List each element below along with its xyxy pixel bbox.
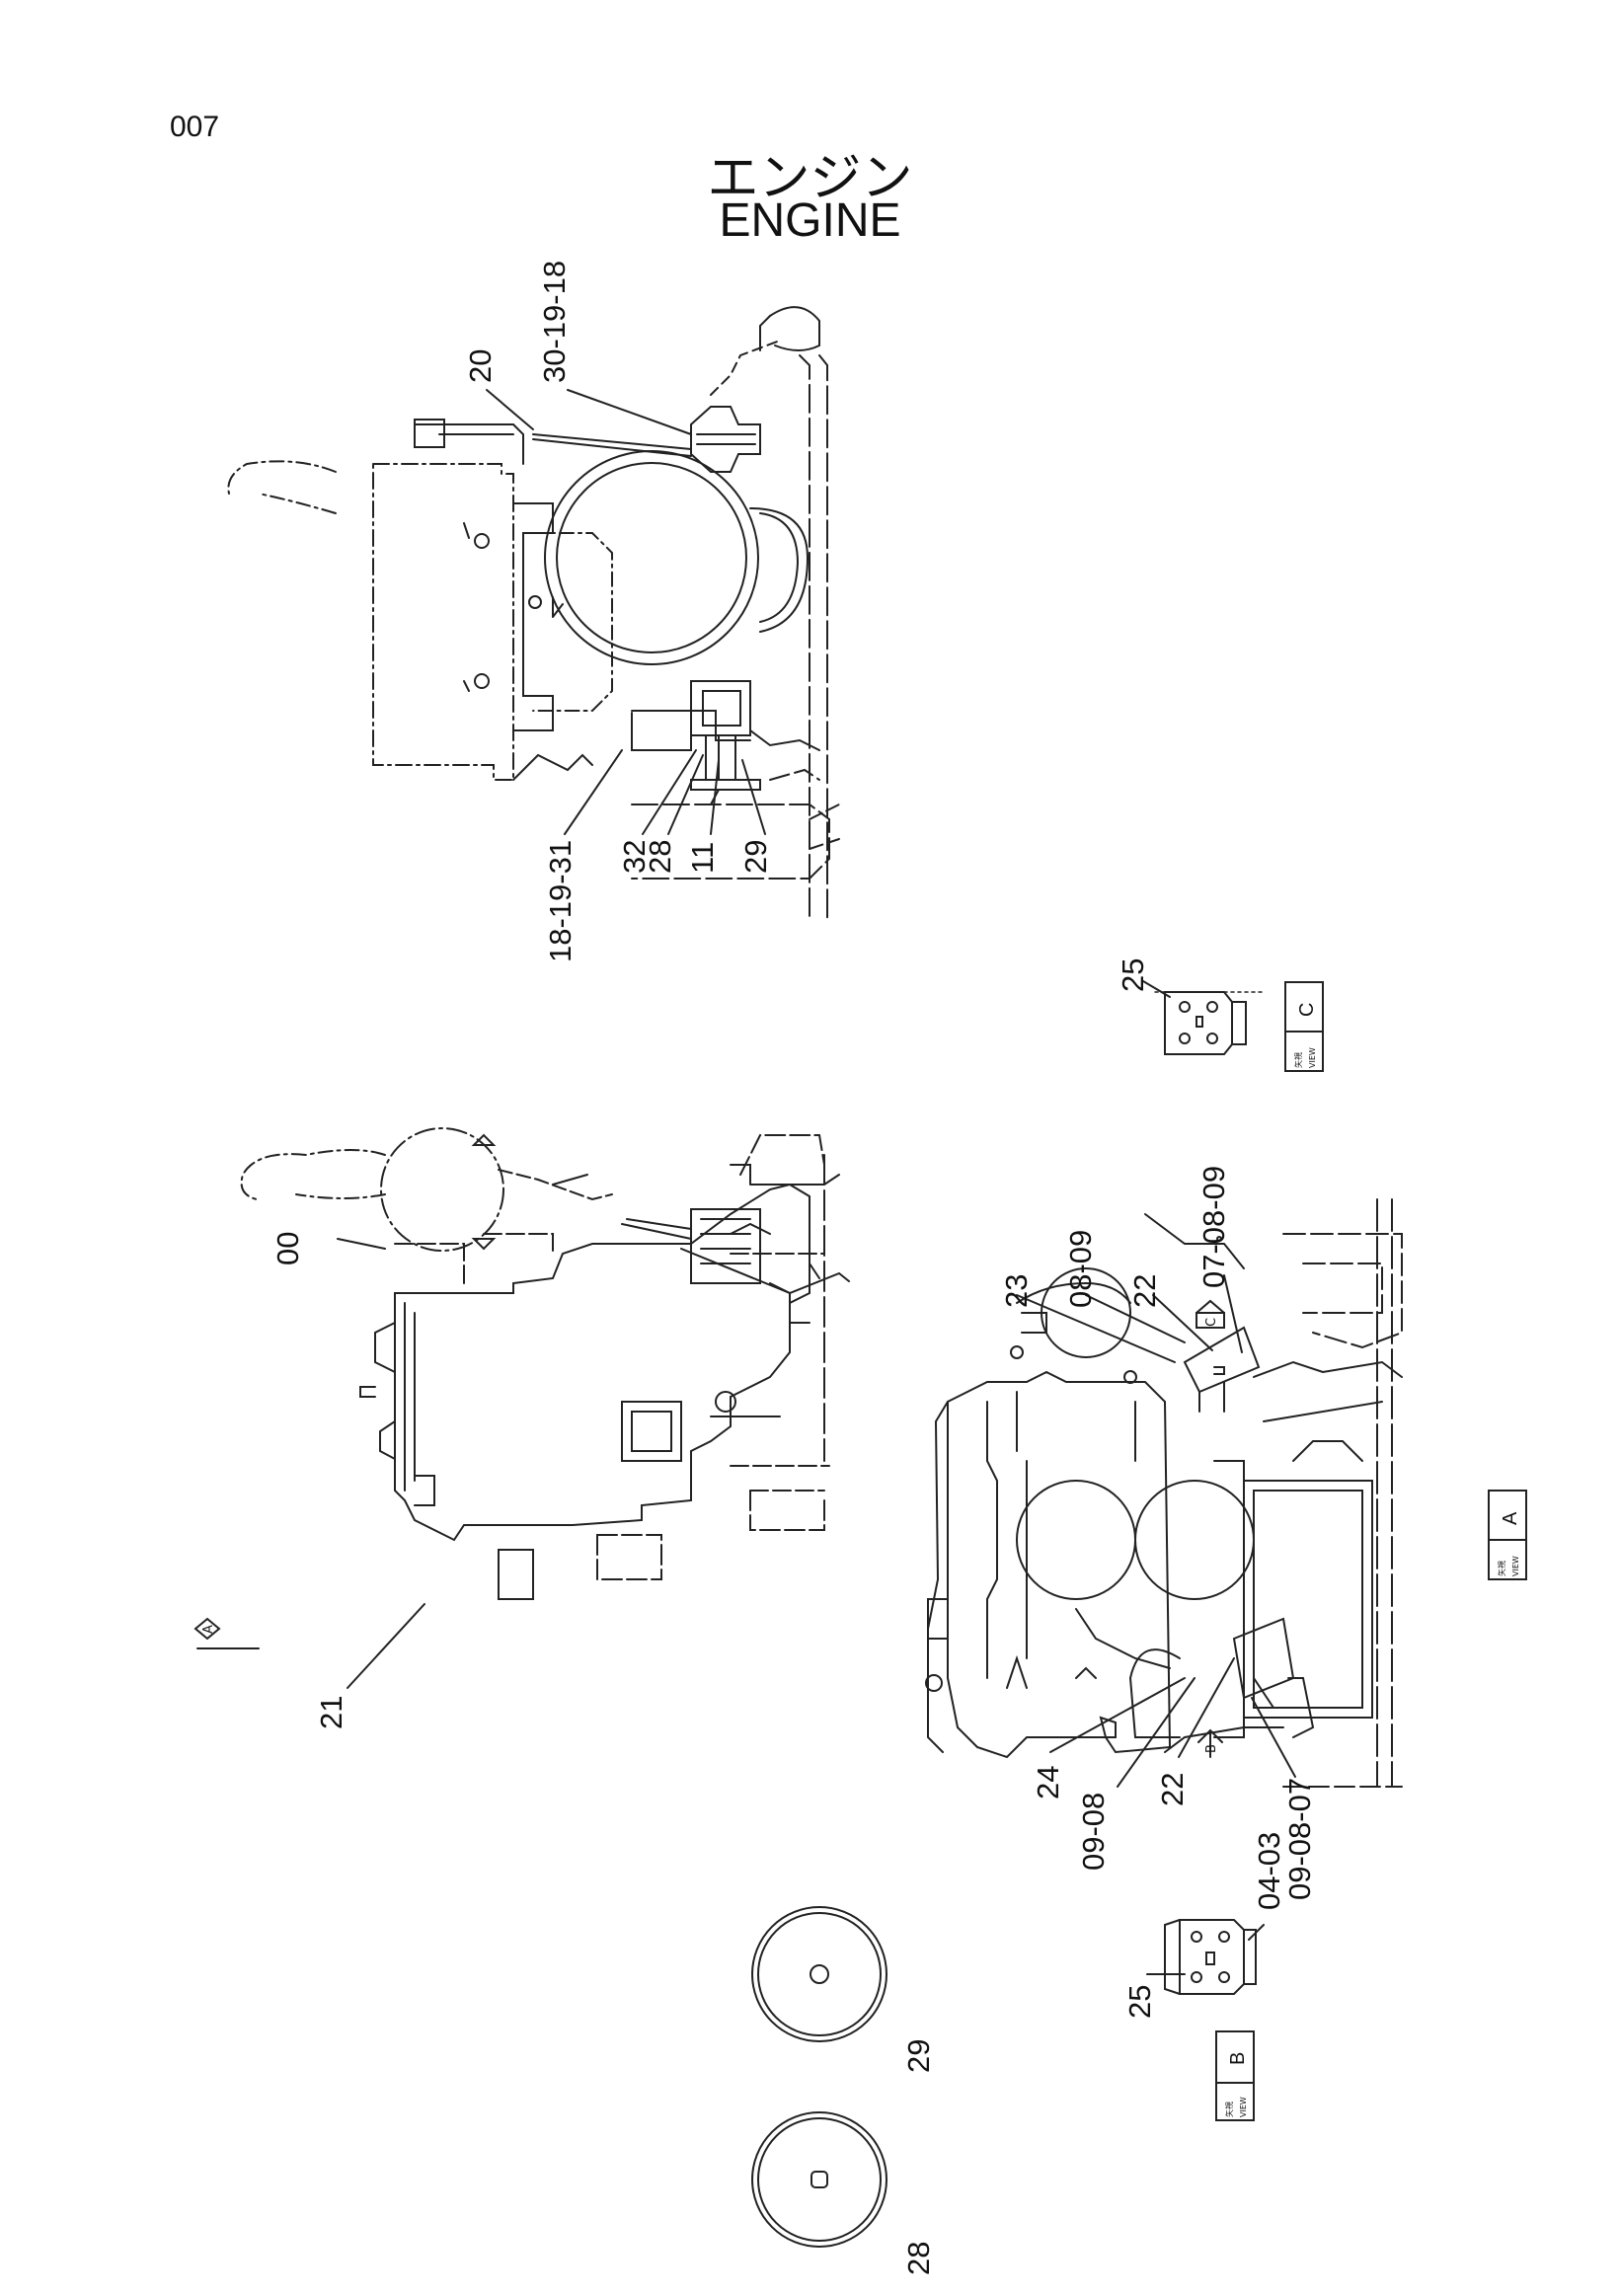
part-label: 11 bbox=[685, 842, 720, 874]
engine-front-view bbox=[925, 1198, 1403, 1788]
engine-top-view bbox=[227, 306, 840, 919]
view-tag-texts: C VIEW 矢視 B VIEW 矢視 A VIEW 矢視 A B C bbox=[201, 1003, 1521, 2117]
part-labels: 20 30-19-18 18-19-31 32 28 11 29 25 00 2… bbox=[270, 261, 1317, 2275]
view-b-letter: B bbox=[1227, 2052, 1249, 2065]
leader-18-19-31 bbox=[564, 749, 623, 835]
part-label: 25 bbox=[1122, 1985, 1157, 2019]
part-label: 30-19-18 bbox=[537, 261, 572, 383]
leader-30-19-18 bbox=[567, 389, 692, 435]
leader-04-03 bbox=[1248, 1924, 1265, 1941]
view-a-arrow-head bbox=[193, 1617, 221, 1641]
view-b-arrow-letter: B bbox=[1204, 1744, 1219, 1753]
part-label: 18-19-31 bbox=[543, 840, 578, 962]
view-c-view-jp: 矢視 bbox=[1293, 1052, 1303, 1068]
leader-28a bbox=[667, 754, 704, 835]
part-label: 29 bbox=[901, 2039, 936, 2073]
disc-29 bbox=[751, 1906, 887, 2042]
leader-09-08-07 bbox=[1251, 1697, 1296, 1778]
leader-21 bbox=[347, 1603, 425, 1689]
view-a-view-word: VIEW bbox=[1511, 1556, 1520, 1576]
page-number: 007 bbox=[170, 111, 220, 143]
part-label: 32 bbox=[617, 840, 652, 874]
leader-24 bbox=[1049, 1677, 1186, 1753]
part-label: 29 bbox=[738, 840, 773, 874]
engine-side-view bbox=[240, 1127, 850, 1600]
page-title-english: ENGINE bbox=[719, 194, 901, 247]
view-b-view-word: VIEW bbox=[1239, 2097, 1248, 2117]
part-label: 09-08-07 bbox=[1282, 1778, 1317, 1900]
part-label: 07-08-09 bbox=[1196, 1166, 1231, 1288]
view-c-arrow-letter: C bbox=[1204, 1318, 1219, 1327]
leader-09-08 bbox=[1117, 1677, 1196, 1788]
view-b-arrow bbox=[1197, 1728, 1223, 1758]
view-b-tag bbox=[1215, 2030, 1255, 2121]
part-label: 22 bbox=[1155, 1773, 1190, 1806]
part-label: 08-09 bbox=[1063, 1230, 1098, 1308]
leader-00 bbox=[337, 1238, 386, 1250]
disc-28 bbox=[751, 2111, 887, 2248]
leader-07-08-09 bbox=[1223, 1274, 1243, 1353]
part-label: 00 bbox=[270, 1232, 305, 1265]
view-c-arrow bbox=[1196, 1299, 1225, 1329]
part-label: 04-03 bbox=[1252, 1832, 1286, 1910]
view-b-view-jp: 矢視 bbox=[1224, 2102, 1234, 2117]
view-a-view-jp: 矢視 bbox=[1497, 1561, 1506, 1576]
leader-32 bbox=[642, 749, 697, 835]
view-c-tag bbox=[1284, 981, 1324, 1072]
leader-08-09 bbox=[1085, 1294, 1186, 1343]
view-c-detail bbox=[1142, 980, 1324, 1072]
view-a-tag bbox=[1488, 1490, 1527, 1580]
leader-11 bbox=[710, 759, 720, 835]
view-b-detail bbox=[1164, 1919, 1257, 1995]
leader-20 bbox=[486, 389, 534, 430]
part-label: 21 bbox=[314, 1696, 348, 1729]
leader-22b bbox=[1178, 1657, 1235, 1758]
view-a-letter: A bbox=[1500, 1511, 1521, 1525]
part-label: 22 bbox=[1127, 1274, 1162, 1308]
part-label: 23 bbox=[999, 1274, 1034, 1308]
part-label: 25 bbox=[1116, 958, 1150, 992]
part-label: 28 bbox=[643, 840, 677, 874]
part-label: 28 bbox=[901, 2242, 936, 2275]
view-c-letter: C bbox=[1296, 1003, 1318, 1017]
part-label: 20 bbox=[463, 349, 498, 383]
part-label: 24 bbox=[1031, 1766, 1065, 1799]
view-a-arrow-letter: A bbox=[201, 1625, 216, 1634]
leader-22a bbox=[1152, 1294, 1213, 1351]
view-c-view-word: VIEW bbox=[1308, 1047, 1317, 1068]
page-title-japanese: エンジン bbox=[707, 149, 913, 208]
part-label: 09-08 bbox=[1076, 1793, 1111, 1871]
leader-23 bbox=[1016, 1294, 1176, 1363]
leader-29a bbox=[741, 759, 766, 835]
